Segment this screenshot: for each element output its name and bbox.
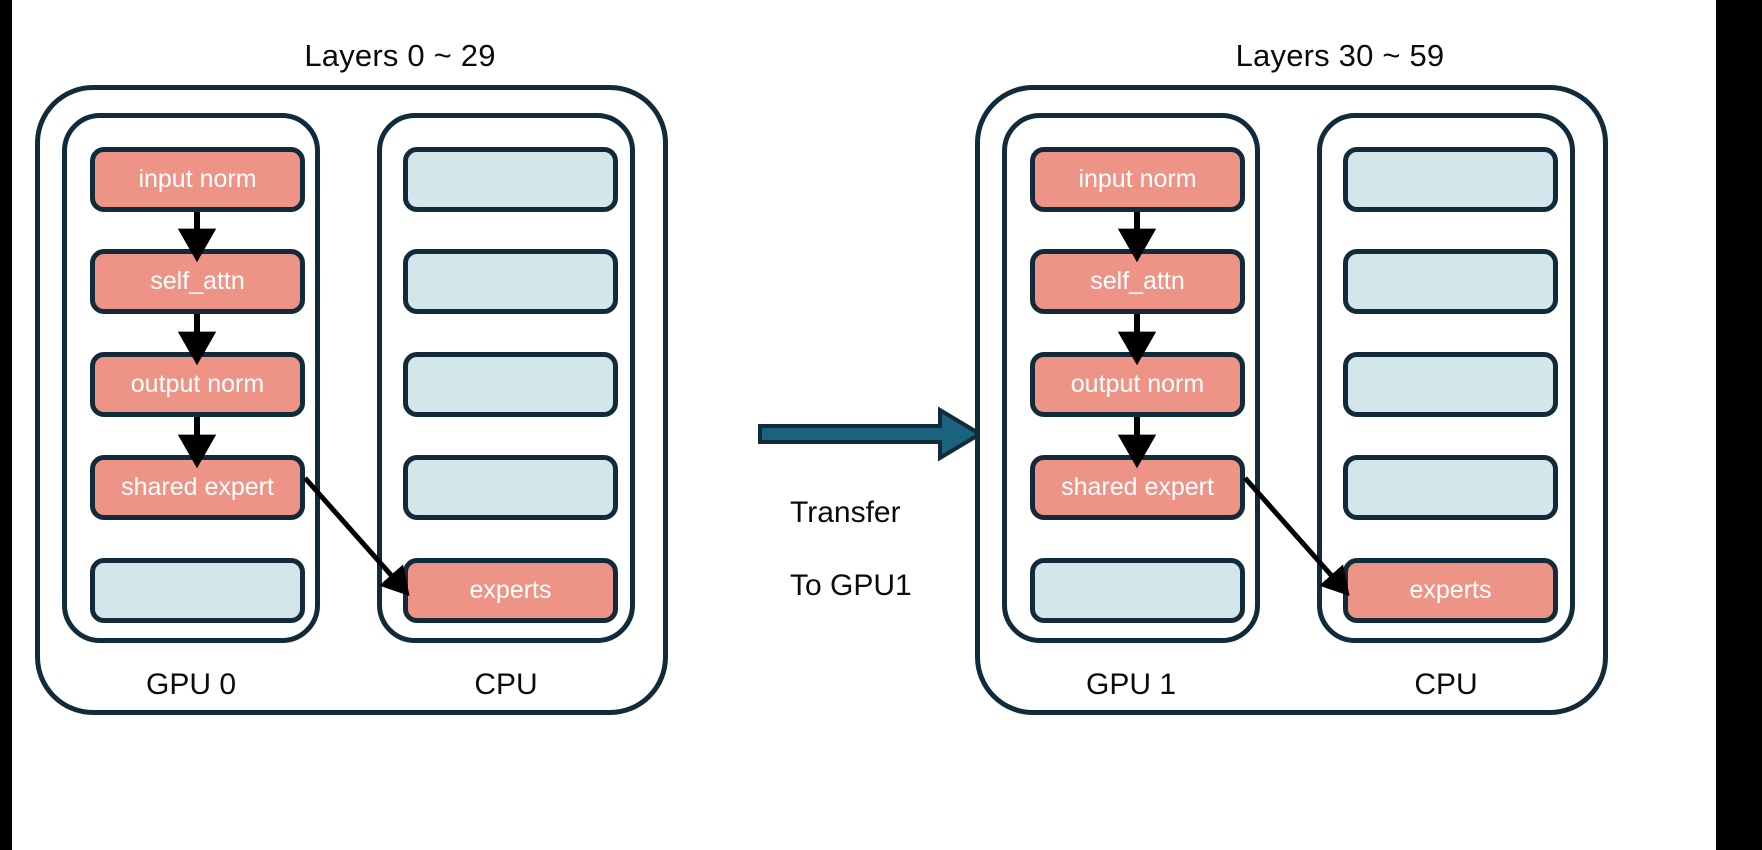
panel-right-title: Layers 30 ~ 59 <box>1235 38 1445 73</box>
unit-cpu1-slot-1[interactable] <box>1343 147 1558 212</box>
unit-label: output norm <box>1070 370 1205 398</box>
panel-left-title: Layers 0 ~ 29 <box>304 38 496 73</box>
unit-label: shared expert <box>121 473 274 501</box>
panel-left: Layers 0 ~ 29 input norm self_attn outpu… <box>0 0 800 850</box>
flow-arrows-gpu0 <box>177 212 410 596</box>
unit-cpu1-experts[interactable]: experts <box>1343 558 1558 623</box>
unit-cpu0-slot-3[interactable] <box>403 352 618 417</box>
column-label-cpu0: CPU <box>474 668 538 701</box>
unit-cpu1-slot-4[interactable] <box>1343 455 1558 520</box>
unit-cpu1-slot-2[interactable] <box>1343 249 1558 314</box>
unit-gpu0-input-norm[interactable]: input norm <box>90 147 305 212</box>
column-label-gpu1: GPU 1 <box>1085 668 1177 701</box>
transfer-arrow <box>758 406 984 462</box>
transfer-arrow-shape <box>758 406 984 462</box>
column-label-gpu0: GPU 0 <box>145 668 237 701</box>
panel-right: Layers 30 ~ 59 input norm self_attn outp… <box>940 0 1740 850</box>
left-letterbox-bar <box>0 0 12 850</box>
unit-gpu1-input-norm[interactable]: input norm <box>1030 147 1245 212</box>
unit-label: output norm <box>130 370 265 398</box>
unit-label: input norm <box>138 165 257 193</box>
unit-cpu0-slot-2[interactable] <box>403 249 618 314</box>
flow-arrows-gpu1 <box>1117 212 1350 596</box>
unit-label: input norm <box>1078 165 1197 193</box>
unit-label: shared expert <box>1061 473 1214 501</box>
transfer-arrow-label: Transfer To GPU1 <box>790 458 980 641</box>
unit-gpu1-empty[interactable] <box>1030 558 1245 623</box>
unit-cpu1-slot-3[interactable] <box>1343 352 1558 417</box>
unit-cpu0-slot-4[interactable] <box>403 455 618 520</box>
unit-cpu0-experts[interactable]: experts <box>403 558 618 623</box>
unit-label: self_attn <box>1090 267 1185 295</box>
right-letterbox-bar <box>1716 0 1762 850</box>
unit-label: experts <box>1409 576 1492 604</box>
transfer-label-line-1: Transfer <box>790 495 901 529</box>
column-label-cpu1: CPU <box>1414 668 1478 701</box>
unit-gpu0-empty[interactable] <box>90 558 305 623</box>
unit-label: experts <box>469 576 552 604</box>
unit-cpu0-slot-1[interactable] <box>403 147 618 212</box>
unit-label: self_attn <box>150 267 245 295</box>
transfer-label-line-2: To GPU1 <box>790 568 912 602</box>
